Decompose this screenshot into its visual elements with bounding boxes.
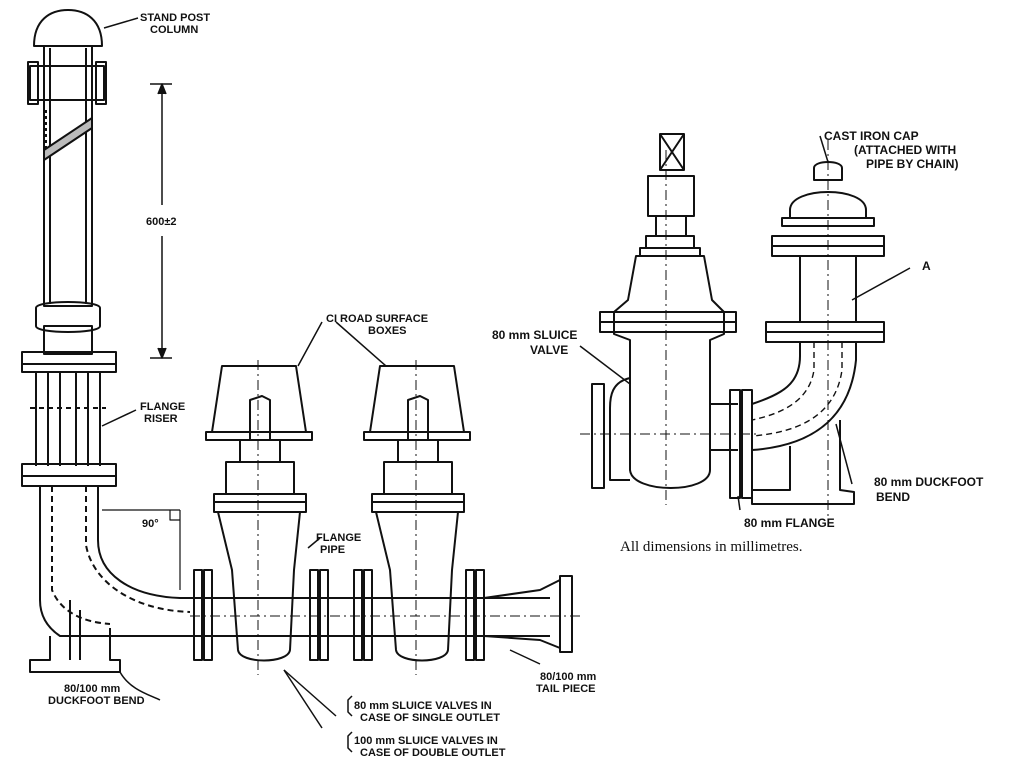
label-duckfoot-left-1: 80/100 mm [64, 683, 120, 695]
label-sluice-single-1: 80 mm SLUICE VALVES IN [354, 700, 492, 712]
right-sluice-valve [580, 133, 760, 505]
labels-right: CAST IRON CAP (ATTACHED WITH PIPE BY CHA… [492, 129, 984, 555]
label-ci-road-2: BOXES [368, 325, 407, 337]
label-dimension: 600±2 [146, 216, 177, 228]
label-cast-iron-3: PIPE BY CHAIN) [866, 157, 958, 171]
right-duckfoot-bend [751, 140, 885, 520]
note-dimensions: All dimensions in millimetres. [620, 539, 803, 555]
label-sluice-single-2: CASE OF SINGLE OUTLET [360, 712, 500, 724]
label-cast-iron-1: CAST IRON CAP [824, 129, 919, 143]
label-sluice-double-1: 100 mm SLUICE VALVES IN [354, 735, 498, 747]
label-tail-piece-1: 80/100 mm [540, 671, 596, 683]
leader-lines-right [579, 135, 911, 511]
horizontal-pipe-run [190, 569, 580, 661]
angle-marker [102, 509, 181, 590]
label-point-a: A [922, 259, 931, 273]
sluice-valve-1 [205, 360, 313, 675]
label-ci-road-1: CI ROAD SURFACE [326, 313, 428, 325]
label-flange-pipe-1: FLANGE [316, 532, 361, 544]
sluice-valve-2 [363, 360, 471, 675]
label-duckfoot-right-1: 80 mm DUCKFOOT [874, 475, 984, 489]
label-stand-post-2: COLUMN [150, 24, 198, 36]
label-stand-post-1: STAND POST [140, 12, 210, 24]
labels-left: STAND POST COLUMN 600±2 FLANGE RISER 90°… [48, 12, 596, 759]
label-duckfoot-right-2: BEND [876, 490, 910, 504]
label-flange-riser-2: RISER [144, 413, 178, 425]
label-cast-iron-2: (ATTACHED WITH [854, 143, 956, 157]
label-sluice-double-2: CASE OF DOUBLE OUTLET [360, 747, 506, 759]
label-tail-piece-2: TAIL PIECE [536, 683, 596, 695]
label-flange-riser-1: FLANGE [140, 401, 185, 413]
label-flange-80: 80 mm FLANGE [744, 516, 835, 530]
flange-riser [21, 372, 117, 487]
duckfoot-bend-left [29, 486, 200, 673]
label-sluice-valve-2: VALVE [530, 343, 568, 357]
label-duckfoot-left-2: DUCKFOOT BEND [48, 695, 145, 707]
label-angle: 90° [142, 518, 159, 530]
label-sluice-valve-1: 80 mm SLUICE [492, 328, 577, 342]
stand-post-column [21, 9, 117, 373]
label-flange-pipe-2: PIPE [320, 544, 345, 556]
leader-lines-left [101, 17, 541, 753]
dimension-line [150, 83, 172, 359]
